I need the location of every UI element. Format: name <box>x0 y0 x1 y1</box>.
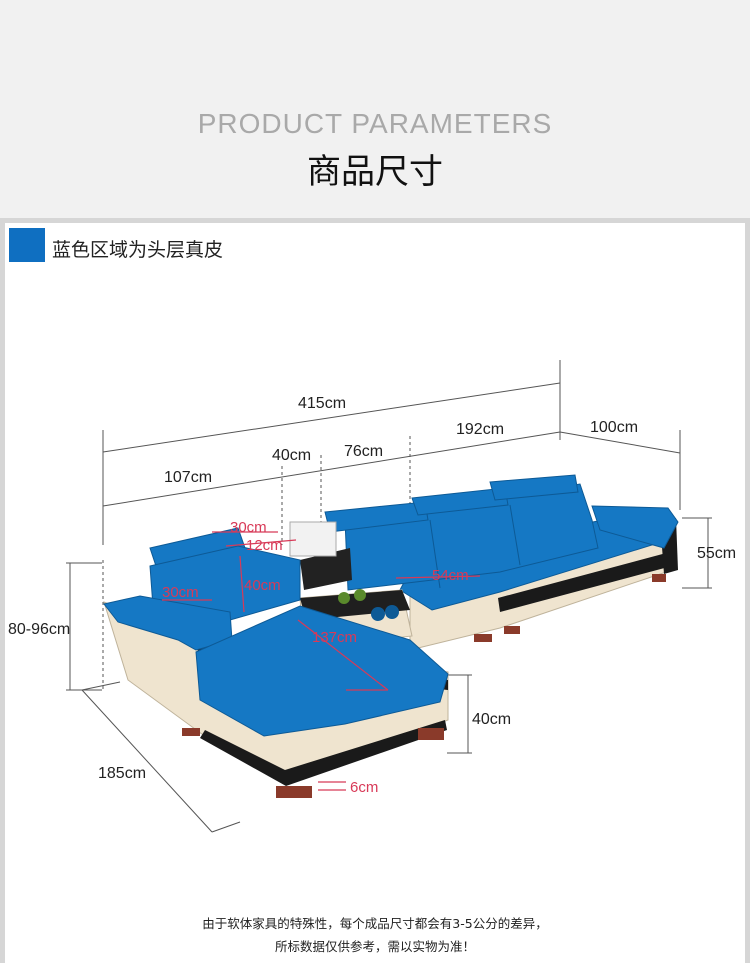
dim-middle-seat: 76cm <box>344 443 383 460</box>
legend-label: 蓝色区域为头层真皮 <box>52 239 224 261</box>
page-title-en: PRODUCT PARAMETERS <box>197 108 553 139</box>
dim-back-height: 80-96cm <box>8 621 70 638</box>
dim-table-width: 40cm <box>272 447 311 464</box>
dim-headrest-height: 12cm <box>246 537 283 554</box>
header-band <box>0 0 750 218</box>
sofa-illustration <box>103 474 679 798</box>
dim-seat-depth: 54cm <box>432 567 469 584</box>
dim-depth: 100cm <box>590 419 638 436</box>
dim-right-section: 192cm <box>456 421 504 438</box>
dim-headrest-width: 30cm <box>230 519 267 536</box>
disclaimer-line-1: 由于软体家具的特殊性，每个成品尺寸都会有3-5公分的差异， <box>202 916 548 931</box>
dim-leg-height: 6cm <box>350 779 378 796</box>
dim-backrest-height: 40cm <box>244 577 281 594</box>
parameters-panel <box>0 218 750 963</box>
red-measure-lines <box>162 531 481 791</box>
dim-front-height: 40cm <box>472 711 511 728</box>
dim-left-section: 107cm <box>164 469 212 486</box>
dim-total-length: 415cm <box>298 395 346 412</box>
dimension-lines <box>66 360 712 833</box>
page-title-zh: 商品尺寸 <box>307 152 443 192</box>
dim-chaise-depth: 185cm <box>98 765 146 782</box>
dim-seat-height: 55cm <box>697 545 736 562</box>
disclaimer-line-2: 所标数据仅供参考，需以实物为准！ <box>274 939 475 954</box>
legend-swatch <box>9 228 45 262</box>
dim-chaise-length: 137cm <box>312 629 357 646</box>
dim-armrest-width: 30cm <box>162 584 199 601</box>
